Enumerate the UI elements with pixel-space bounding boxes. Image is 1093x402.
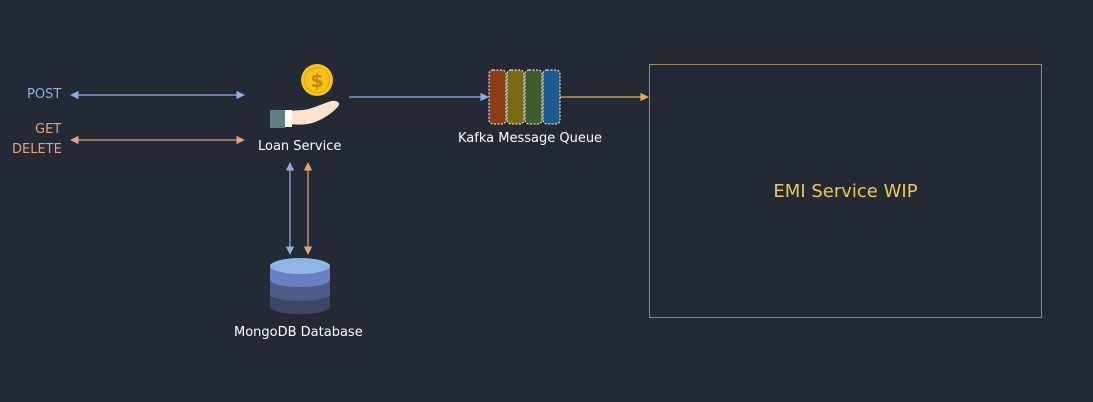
- kafka-queue-label: Kafka Message Queue: [458, 131, 603, 146]
- get-label: GET: [35, 122, 62, 137]
- post-label: POST: [27, 87, 62, 102]
- delete-label: DELETE: [12, 142, 62, 157]
- message-queue-icon: [488, 69, 561, 125]
- svg-text:$: $: [310, 70, 323, 92]
- hand-coin-icon: $: [270, 64, 340, 128]
- emi-service-box: EMI Service WIP: [649, 64, 1042, 318]
- mongodb-label: MongoDB Database: [234, 325, 363, 340]
- emi-service-label: EMI Service WIP: [773, 181, 918, 202]
- database-icon: [270, 258, 330, 314]
- loan-service-label: Loan Service: [258, 139, 342, 154]
